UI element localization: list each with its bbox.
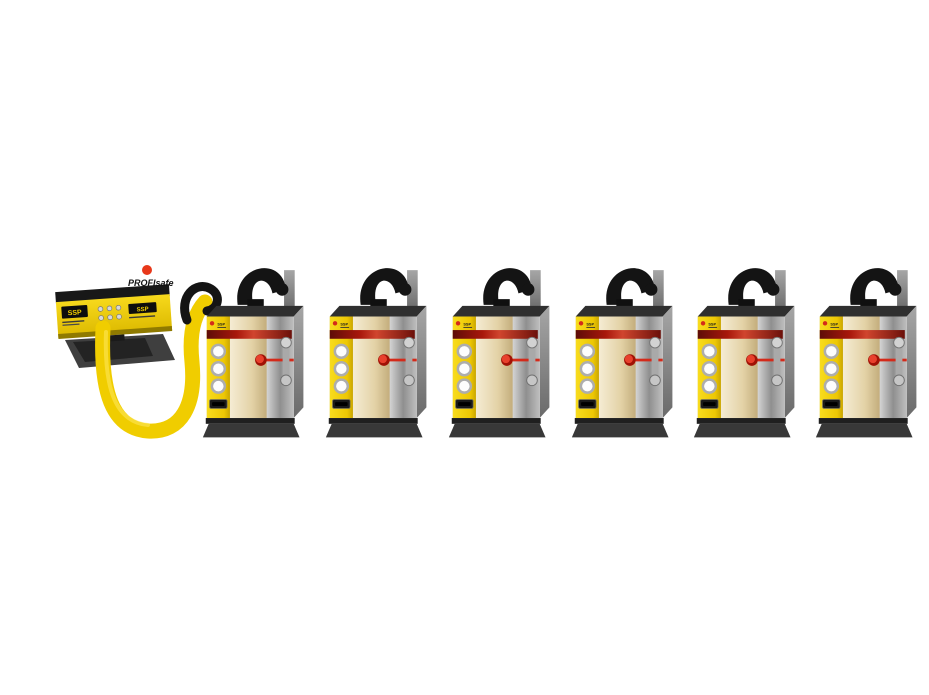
safety-interlock-device-5 (690, 245, 806, 448)
controller-microtext-2 (62, 323, 80, 326)
profisafe-indicator-icon (142, 265, 152, 275)
safety-interlock-device-3 (445, 245, 561, 448)
controller-microtext-1 (62, 320, 85, 324)
controller-top (55, 284, 170, 305)
safety-interlock-device-6 (812, 245, 928, 448)
brand-logo-text-2: SSP (136, 307, 148, 314)
profisafe-label: PROFIsafe (128, 278, 174, 288)
safety-interlock-device-1 (199, 245, 315, 448)
brand-logo-text: SSP (67, 309, 82, 317)
brand-logo-plate (61, 304, 88, 319)
safety-interlock-device-4 (568, 245, 684, 448)
controller-unit: SSP SSP PROFIsafe (55, 265, 175, 368)
safety-interlock-device-2 (322, 245, 438, 448)
